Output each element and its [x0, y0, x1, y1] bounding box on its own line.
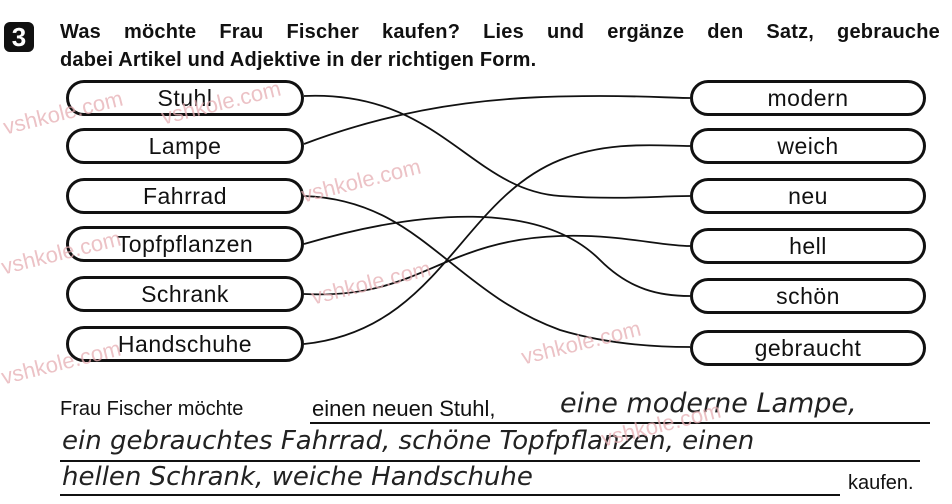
- adjective-box-schoen: schön: [690, 278, 926, 314]
- answer-sentence: Frau Fischer möchte einen neuen Stuhl, e…: [60, 380, 940, 500]
- match-line-lampe-modern: [303, 95, 691, 145]
- adjective-box-hell: hell: [690, 228, 926, 264]
- exercise-number-badge: 3: [4, 22, 34, 52]
- noun-box-fahrrad: Fahrrad: [66, 178, 304, 214]
- answer-handwritten-3: hellen Schrank, weiche Handschuhe: [62, 462, 533, 492]
- instruction-line-1: Was möchte Frau Fischer kaufen? Lies und…: [60, 21, 940, 43]
- instruction-line-2: dabei Artikel und Adjektive in der richt…: [60, 49, 537, 71]
- match-line-fahrrad-gebraucht: [303, 195, 691, 348]
- answer-suffix: kaufen.: [848, 472, 914, 494]
- match-line-stuhl-neu: [303, 95, 691, 199]
- noun-box-topfpflanzen: Topfpflanzen: [66, 226, 304, 262]
- match-line-schrank-hell: [303, 234, 691, 296]
- answer-printed-part: einen neuen Stuhl,: [312, 396, 496, 421]
- answer-handwritten-1: eine moderne Lampe,: [560, 388, 857, 419]
- adjective-box-gebraucht: gebraucht: [690, 330, 926, 366]
- answer-line-1: [310, 422, 930, 424]
- answer-prefix: Frau Fischer möchte: [60, 398, 244, 420]
- match-line-topfpflanzen-schoen: [303, 215, 691, 297]
- answer-line-3: [60, 494, 840, 496]
- exercise-instruction: Was möchte Frau Fischer kaufen? Lies und…: [60, 18, 940, 74]
- match-line-handschuhe-weich: [303, 144, 691, 345]
- adjective-box-modern: modern: [690, 80, 926, 116]
- adjective-box-weich: weich: [690, 128, 926, 164]
- answer-handwritten-2: ein gebrauchtes Fahrrad, schöne Topfpfla…: [62, 426, 755, 456]
- answer-line-2: [60, 460, 920, 462]
- noun-box-schrank: Schrank: [66, 276, 304, 312]
- noun-box-handschuhe: Handschuhe: [66, 326, 304, 362]
- noun-box-stuhl: Stuhl: [66, 80, 304, 116]
- adjective-box-neu: neu: [690, 178, 926, 214]
- noun-box-lampe: Lampe: [66, 128, 304, 164]
